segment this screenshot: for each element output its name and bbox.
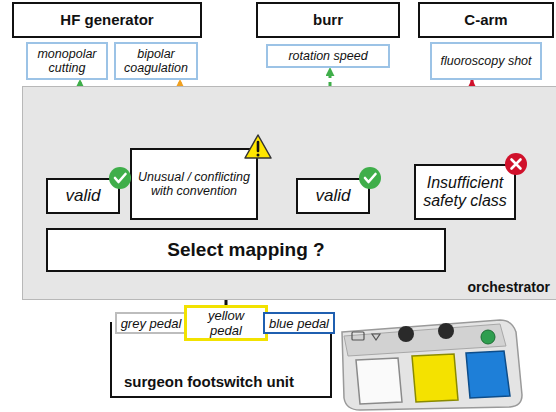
footswitch-device bbox=[342, 320, 522, 410]
status-box: Insufficient safety class bbox=[414, 164, 516, 220]
node-text: burr bbox=[258, 4, 398, 28]
function-box: monopolar cutting bbox=[26, 42, 108, 80]
pedal-box: yellow pedal bbox=[184, 305, 268, 341]
function-box: bipolar coagulation bbox=[114, 42, 198, 80]
mapping-box: Select mapping ? bbox=[46, 228, 446, 272]
panel-icon bbox=[352, 332, 364, 340]
warn-icon bbox=[245, 135, 271, 158]
pedal-box: grey pedal bbox=[115, 312, 188, 334]
node-text: yellow pedal bbox=[191, 308, 261, 338]
device-group: HF generatormonopolar cuttingbipolar coa… bbox=[12, 2, 202, 38]
status-box: Unusual / conflicting with convention bbox=[130, 148, 258, 220]
device-group: C-armfluoroscopy shot bbox=[418, 2, 554, 38]
node-text: monopolar cutting bbox=[32, 47, 102, 76]
node-text: rotation speed bbox=[288, 49, 367, 63]
green-button bbox=[481, 330, 495, 344]
check-icon bbox=[359, 167, 381, 189]
node-text: bipolar coagulation bbox=[120, 47, 192, 76]
knob bbox=[438, 323, 454, 339]
node-text: surgeon footswitch unit bbox=[124, 373, 294, 390]
node-text: Unusual / conflicting with convention bbox=[136, 170, 252, 199]
cross-icon bbox=[505, 153, 527, 175]
node-text: HF generator bbox=[14, 4, 200, 28]
check-icon bbox=[109, 167, 131, 189]
status-box: valid bbox=[46, 178, 120, 214]
footswitch-group: surgeon footswitch unitgrey pedalyellow … bbox=[110, 322, 332, 398]
node-text: Insufficient safety class bbox=[420, 174, 510, 211]
node-text: orchestrator bbox=[468, 279, 550, 295]
orchestrator-panel: orchestrator valid Unusual / conflicting w… bbox=[22, 86, 556, 300]
device-group: burrrotation speed bbox=[256, 2, 400, 38]
yellow-pedal bbox=[412, 354, 458, 402]
node-text: valid bbox=[66, 186, 101, 206]
node-text: C-arm bbox=[420, 4, 552, 28]
blue-pedal bbox=[466, 351, 510, 398]
function-box: fluoroscopy shot bbox=[430, 42, 542, 80]
node-text: Select mapping ? bbox=[167, 239, 324, 261]
function-box: rotation speed bbox=[266, 44, 390, 68]
node-text: valid bbox=[316, 186, 351, 206]
node-text: fluoroscopy shot bbox=[440, 54, 531, 68]
node-text: blue pedal bbox=[269, 316, 329, 331]
status-box: valid bbox=[296, 178, 370, 214]
white-pedal bbox=[356, 358, 402, 404]
knob bbox=[398, 326, 414, 342]
node-text: grey pedal bbox=[121, 316, 182, 331]
pedal-box: blue pedal bbox=[263, 312, 335, 334]
